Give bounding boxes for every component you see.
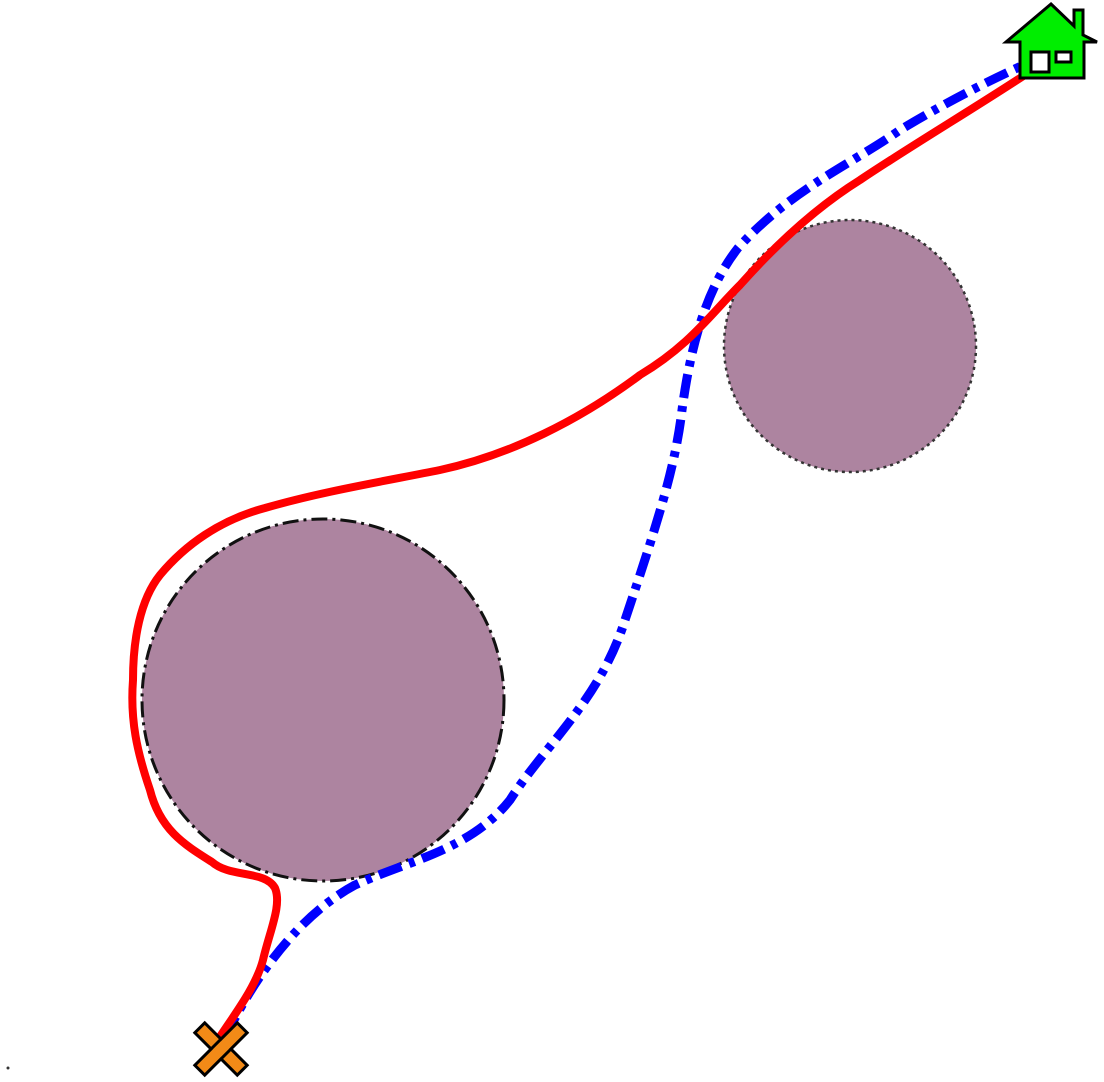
x-mark-icon: [192, 1020, 250, 1078]
house-icon: [1001, 1, 1098, 80]
path-blue: [220, 55, 1037, 1040]
path-red: [128, 61, 1044, 1050]
obstacle-small: [722, 218, 978, 474]
obstacle-large: [140, 517, 506, 883]
speck-dot: [6, 1066, 10, 1070]
